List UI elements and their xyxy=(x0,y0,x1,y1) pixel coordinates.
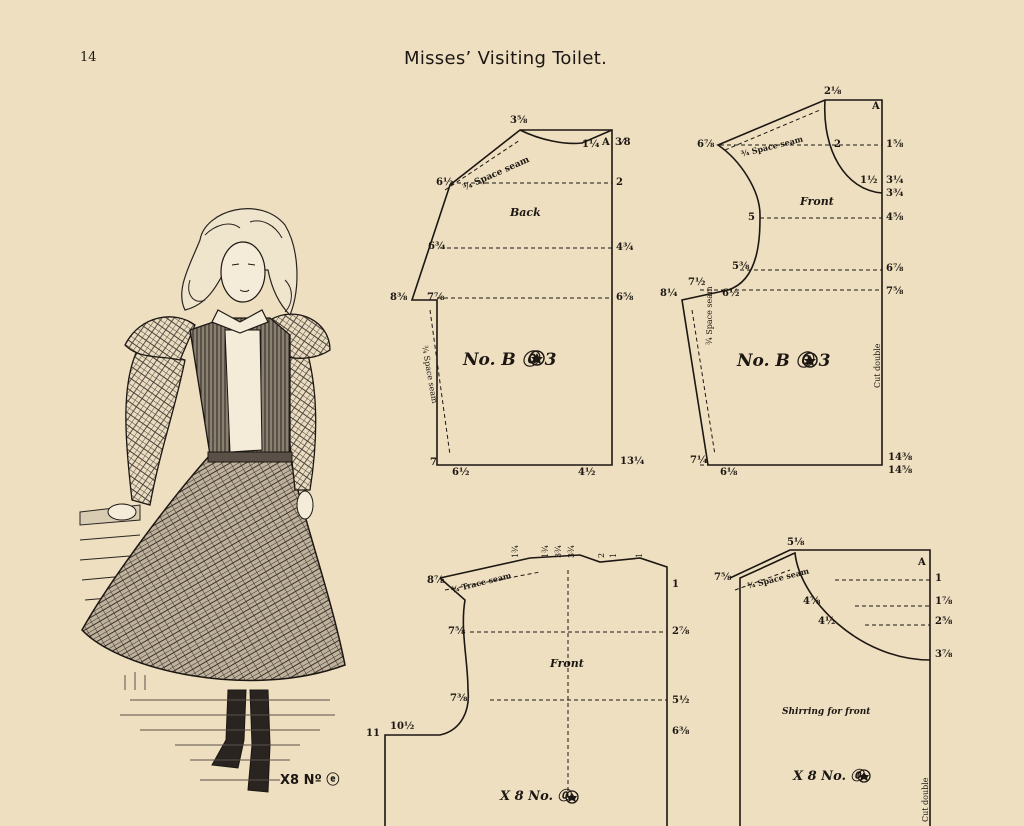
front-bottom-dim: 1 xyxy=(672,579,679,590)
back-dim: 3⁄8 xyxy=(615,137,631,148)
front-top-dim: 3¼ xyxy=(886,175,904,186)
shirring-dim: 4½ xyxy=(818,616,836,627)
front-bottom-dim: 7⅜ xyxy=(450,693,468,704)
front-bottom-dim: 11 xyxy=(366,728,380,739)
front-bottom-top-dim: 1 xyxy=(609,552,618,558)
back-dim: 2 xyxy=(616,177,623,188)
front-bottom-dim: 8⅞ xyxy=(427,575,445,586)
front-bottom-top-dim: 1 xyxy=(635,552,644,558)
front-bottom-dim: 2⅞ xyxy=(672,626,690,637)
front-top-dim: 14⅜ xyxy=(888,452,913,463)
front-top-dim: 7½ xyxy=(688,277,706,288)
back-label: Back xyxy=(510,206,541,219)
front-top-dim: 2⅛ xyxy=(824,86,842,97)
front-top-dim: 8¼ xyxy=(660,288,678,299)
front-top-fold: Cut double xyxy=(873,343,882,388)
back-dim: 7⅞ xyxy=(427,292,445,303)
front-top-dim: A xyxy=(872,101,880,112)
back-dim: 6¾ xyxy=(428,241,446,252)
front-top-dim: 6½ xyxy=(722,288,740,299)
page-number: 14 xyxy=(80,50,97,65)
front-bottom-label: Front xyxy=(550,657,584,670)
front-top-dim: 6⅛ xyxy=(720,467,738,478)
shirring-dim: 1⅞ xyxy=(935,596,953,607)
shirring-fold: Cut double xyxy=(921,777,930,822)
front-top-dim: 6⅞ xyxy=(697,139,715,150)
back-dim: 6⅝ xyxy=(616,292,634,303)
front-bottom-top-dim: 1¾ xyxy=(511,545,520,558)
back-dim: 4½ xyxy=(578,467,596,478)
shirring-label: Shirring for front xyxy=(782,707,871,717)
front-top-dim: 7⅝ xyxy=(886,286,904,297)
shirring-dim: 3⅞ xyxy=(935,649,953,660)
back-dim: 7 xyxy=(430,457,437,468)
shirring-dim: 1 xyxy=(935,573,942,584)
page-title: Misses’ Visiting Toilet. xyxy=(404,48,608,69)
front-top-dim: 5⅜ xyxy=(732,261,750,272)
front-bottom-dim: 6⅜ xyxy=(672,726,690,737)
back-dim: A xyxy=(602,137,610,148)
front-top-dim: 2 xyxy=(834,139,841,150)
back-dim: 6½ xyxy=(452,467,470,478)
shirring-dim: 5⅛ xyxy=(787,537,805,548)
back-dim: 6½ xyxy=(436,177,454,188)
front-bottom-dim: 5½ xyxy=(672,695,690,706)
shirring-dim: 2⅝ xyxy=(935,616,953,627)
front-top-dim: 7¼ xyxy=(690,455,708,466)
shirring-dim: 4⅞ xyxy=(803,596,821,607)
front-top-label: Front xyxy=(800,195,834,208)
front-top-number: No. B ⓪ 3 xyxy=(737,351,831,371)
back-dim: 4¾ xyxy=(616,242,634,253)
front-bottom-top-dim: 2 xyxy=(597,552,606,558)
front-top-dim: 1½ xyxy=(860,175,878,186)
shirring-dim: A xyxy=(918,557,926,568)
front-bottom-top-dim: 3¾ xyxy=(567,545,576,558)
front-top-dim: 6⅞ xyxy=(886,263,904,274)
shirring-dim: 7⅝ xyxy=(714,572,732,583)
front-bottom-dim: 7⅝ xyxy=(448,626,466,637)
front-top-dim: 14⅝ xyxy=(888,465,913,476)
back-number: No. B ⓪ 3 xyxy=(463,350,557,370)
front-top-dim: 5 xyxy=(748,212,755,223)
front-top-dim: 4⅝ xyxy=(886,212,904,223)
shirring-number: X 8 No. ⓪ xyxy=(793,769,864,784)
back-dim: 1¼ xyxy=(582,139,600,150)
front-bottom-number: X 8 No. ⓪ xyxy=(500,789,571,804)
front-bottom-top-dim: 3¾ xyxy=(554,545,563,558)
front-bottom-top-dim: 1¾ xyxy=(541,545,550,558)
back-dim: 3⅝ xyxy=(510,115,528,126)
back-dim: 13¼ xyxy=(620,456,645,467)
back-dim: 8⅜ xyxy=(390,292,408,303)
front-bottom-dim: 10½ xyxy=(390,721,415,732)
front-top-dim: 1⅝ xyxy=(886,139,904,150)
front-top-side-seam: ¾ Space seam xyxy=(705,286,714,345)
front-top-dim: 3¾ xyxy=(886,188,904,199)
illustration-caption: X8 Nº ⓔ xyxy=(280,773,340,788)
